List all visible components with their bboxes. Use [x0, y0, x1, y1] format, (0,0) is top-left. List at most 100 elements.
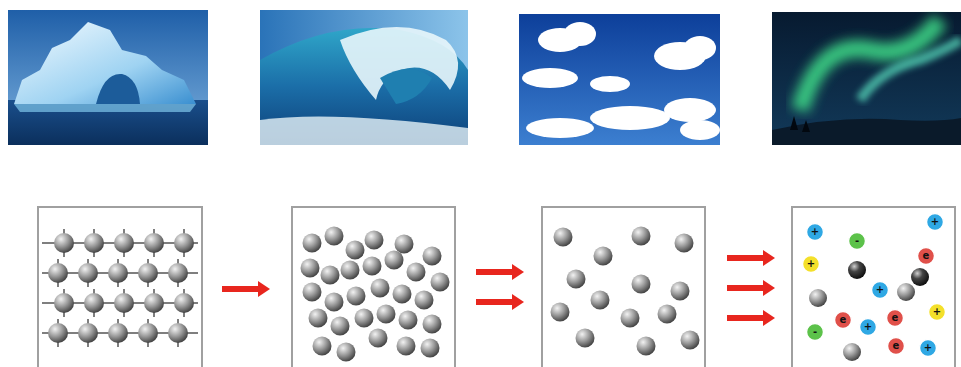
solid-particle — [144, 233, 164, 253]
charge-sign: e — [918, 248, 934, 264]
solid-particle — [78, 323, 98, 343]
charge-sign: - — [849, 233, 865, 249]
solid-particle — [48, 263, 68, 283]
gas-particle — [554, 228, 573, 247]
solid-particle — [48, 323, 68, 343]
solid-particle — [108, 323, 128, 343]
liquid-particle — [363, 257, 382, 276]
solid-particle — [138, 263, 158, 283]
charged-particle — [872, 282, 889, 299]
solid-particle — [114, 293, 134, 313]
plasma-neutral — [843, 343, 861, 361]
plasma-neutral — [848, 261, 866, 279]
liquid-particle — [325, 293, 344, 312]
solid-particle — [174, 233, 194, 253]
liquid-particle — [407, 263, 426, 282]
solid-particle — [168, 323, 188, 343]
charged-particle — [860, 319, 877, 336]
solid-particle — [54, 233, 74, 253]
liquid-particle — [301, 259, 320, 278]
liquid-particle — [337, 343, 356, 362]
charged-particle — [807, 324, 824, 341]
solid-particle — [84, 233, 104, 253]
charged-particle — [849, 233, 866, 250]
charge-sign: e — [835, 312, 851, 328]
liquid-particle — [397, 337, 416, 356]
liquid-particle — [395, 235, 414, 254]
charge-sign: - — [807, 324, 823, 340]
liquid-particle — [309, 309, 328, 328]
gas-particle — [591, 291, 610, 310]
plasma-box — [792, 207, 955, 367]
gas-particle — [675, 234, 694, 253]
liquid-particle — [321, 266, 340, 285]
solid-particle — [78, 263, 98, 283]
liquid-particle — [313, 337, 332, 356]
iceberg-photo — [8, 10, 208, 145]
gas-box — [542, 207, 705, 367]
clouds-photo — [519, 14, 720, 145]
gas-particle — [671, 282, 690, 301]
charge-sign: e — [888, 338, 904, 354]
plasma-neutral — [911, 268, 929, 286]
charged-particle — [929, 304, 946, 321]
aurora-photo — [772, 12, 961, 145]
liquid-particle — [415, 291, 434, 310]
charge-sign: + — [803, 256, 819, 272]
solid-box — [38, 207, 202, 367]
liquid-particle — [347, 287, 366, 306]
charged-particle — [888, 338, 905, 355]
charged-particle — [807, 224, 824, 241]
solid-particle — [144, 293, 164, 313]
liquid-particle — [331, 317, 350, 336]
solid-particle — [174, 293, 194, 313]
liquid-particle — [371, 279, 390, 298]
liquid-particle — [377, 305, 396, 324]
liquid-particle — [431, 273, 450, 292]
liquid-particle — [393, 285, 412, 304]
liquid-box — [292, 207, 455, 367]
transition-arrows — [222, 250, 775, 326]
liquid-particle — [399, 311, 418, 330]
charged-particle — [887, 310, 904, 327]
solid-particle — [54, 293, 74, 313]
liquid-particle — [365, 231, 384, 250]
charged-particle — [920, 340, 937, 357]
gas-particle — [567, 270, 586, 289]
wave-photo — [260, 10, 468, 145]
liquid-particle — [325, 227, 344, 246]
charge-sign: + — [872, 282, 888, 298]
charged-particle — [918, 248, 935, 265]
gas-particle — [576, 329, 595, 348]
liquid-particle — [303, 283, 322, 302]
gas-particle — [551, 303, 570, 322]
solid-particle — [108, 263, 128, 283]
charged-particle — [803, 256, 820, 273]
plasma-neutral — [809, 289, 827, 307]
charge-sign: + — [920, 340, 936, 356]
charge-sign: e — [887, 310, 903, 326]
solid-particle — [138, 323, 158, 343]
liquid-particle — [341, 261, 360, 280]
solid-particle — [84, 293, 104, 313]
gas-particle — [632, 275, 651, 294]
charge-sign: + — [927, 214, 943, 230]
liquid-particle — [303, 234, 322, 253]
solid-particle — [168, 263, 188, 283]
charged-particle — [835, 312, 852, 329]
gas-particle — [621, 309, 640, 328]
liquid-particle — [369, 329, 388, 348]
liquid-particle — [346, 241, 365, 260]
charged-particle — [927, 214, 944, 231]
liquid-particle — [355, 309, 374, 328]
gas-particle — [637, 337, 656, 356]
liquid-particle — [423, 315, 442, 334]
plasma-neutral — [897, 283, 915, 301]
gas-particle — [658, 305, 677, 324]
charge-sign: + — [860, 319, 876, 335]
charge-sign: + — [807, 224, 823, 240]
liquid-particle — [421, 339, 440, 358]
liquid-particle — [385, 251, 404, 270]
charge-sign: + — [929, 304, 945, 320]
